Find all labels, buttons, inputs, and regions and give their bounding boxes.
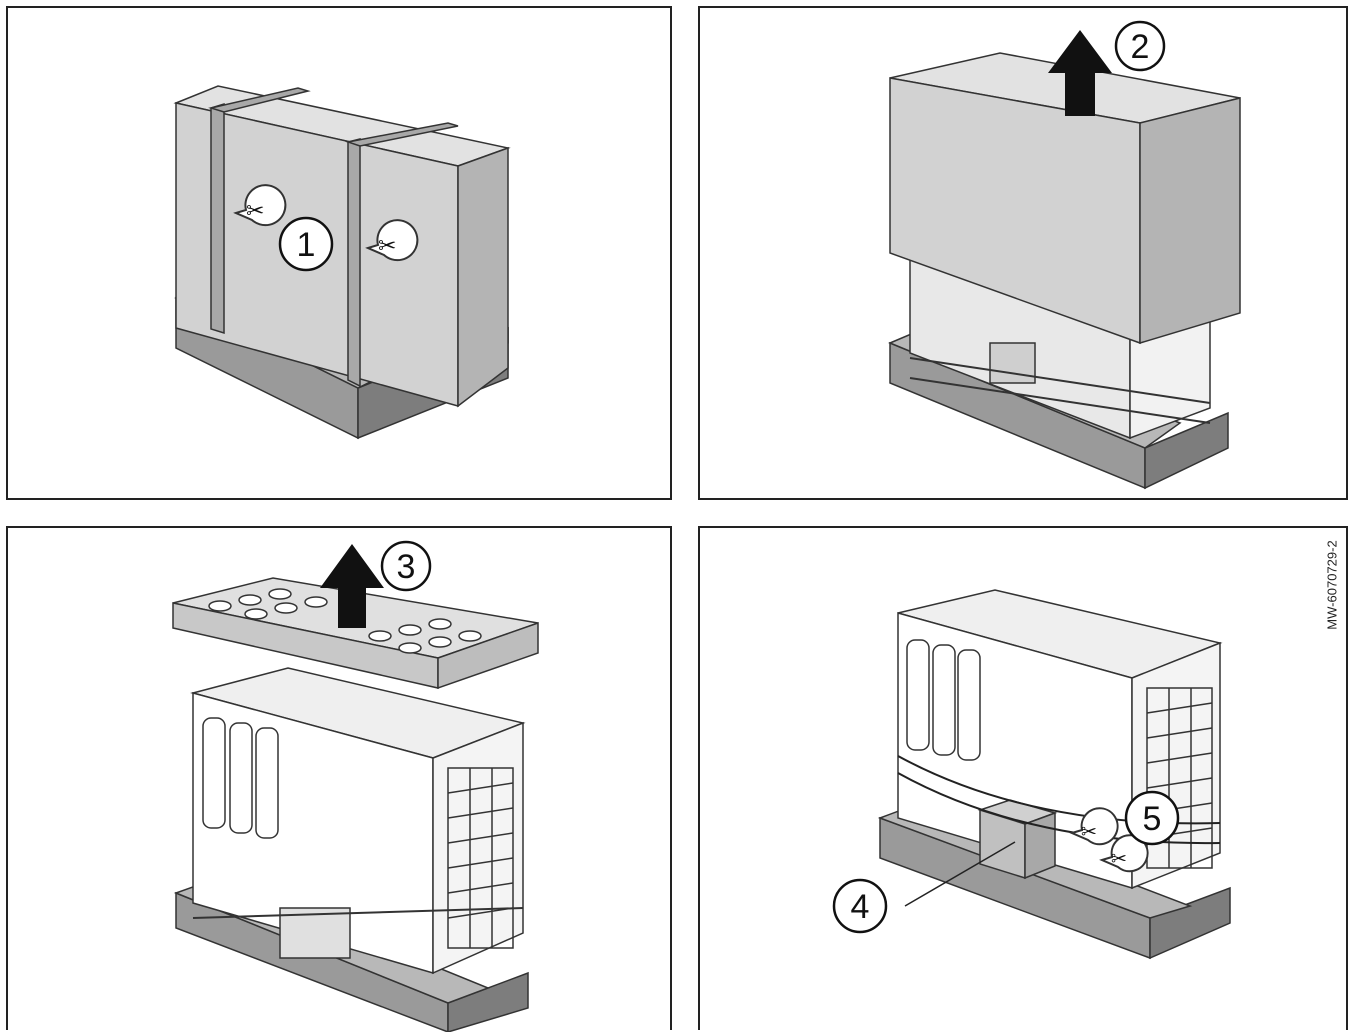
- svg-text:✂: ✂: [378, 234, 396, 259]
- step-3-marker: 3: [380, 540, 432, 592]
- svg-text:4: 4: [851, 888, 870, 926]
- step-1-panel: ✂ ✂ 1: [6, 6, 672, 500]
- svg-text:✂: ✂: [1081, 821, 1097, 843]
- step-5-marker: 5: [1124, 790, 1180, 846]
- svg-text:✂: ✂: [1111, 848, 1127, 870]
- step-1-marker: 1: [278, 216, 334, 272]
- svg-text:5: 5: [1143, 800, 1162, 838]
- leader-line: [904, 841, 1016, 907]
- step-4-5-panel: ✂ ✂ 4 5: [698, 526, 1348, 1030]
- scissors-icon: ✂: [233, 184, 287, 227]
- outdoor-unit: [190, 667, 526, 975]
- step-3-illustration: 3: [172, 540, 539, 1032]
- outdoor-unit: [909, 246, 1211, 440]
- step-2-illustration: 2: [888, 20, 1241, 490]
- document-reference: MW-6070729-2: [1318, 520, 1346, 650]
- scissors-icon: ✂: [365, 219, 419, 262]
- step-2-panel: 2: [698, 6, 1348, 500]
- grille: [447, 767, 514, 949]
- lift-arrow-icon: [1048, 30, 1112, 116]
- document-reference-text: MW-6070729-2: [1324, 540, 1340, 630]
- svg-text:2: 2: [1131, 28, 1150, 66]
- svg-text:1: 1: [297, 226, 316, 264]
- svg-text:✂: ✂: [246, 199, 264, 224]
- step-1-illustration: ✂ ✂ 1: [173, 85, 511, 440]
- scissors-icon: ✂: [1069, 807, 1119, 846]
- svg-text:3: 3: [397, 548, 416, 586]
- step-4-marker: 4: [832, 878, 888, 934]
- step-3-panel: 3: [6, 526, 672, 1032]
- step-2-marker: 2: [1114, 20, 1166, 72]
- step-4-5-illustration: ✂ ✂ 4 5: [832, 589, 1231, 960]
- lift-arrow-icon: [320, 544, 384, 628]
- accessory-box: [977, 799, 1058, 880]
